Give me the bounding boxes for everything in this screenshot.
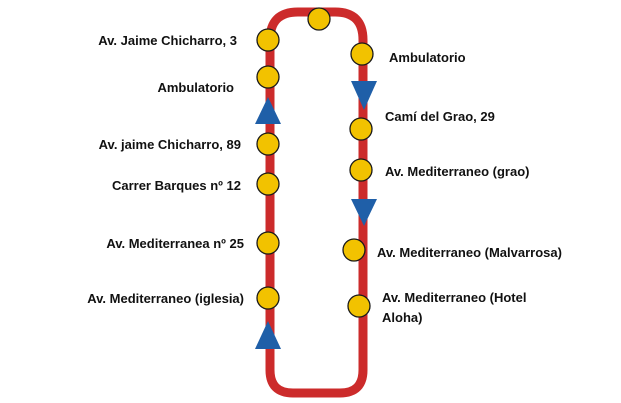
up-arrow-icon (255, 321, 281, 349)
stop-label: Av. jaime Chicharro, 89 (99, 137, 241, 152)
stop-label: Ambulatorio (389, 50, 466, 65)
stop-marker-left (256, 28, 280, 52)
stop-label: Av. Mediterraneo (Hotel (382, 290, 526, 305)
stop-label: Av. Jaime Chicharro, 3 (98, 33, 237, 48)
stop-label: Camí del Grao, 29 (385, 109, 495, 124)
stop-marker-right (342, 238, 366, 262)
up-arrow-icon (255, 97, 281, 124)
stop-label: Av. Mediterraneo (iglesia) (87, 291, 244, 306)
stop-label: Aloha) (382, 310, 422, 325)
down-arrow-icon (351, 199, 377, 226)
stop-marker-left (256, 231, 280, 255)
stop-marker-right (349, 117, 373, 141)
stop-marker-left (256, 286, 280, 310)
stop-label: Av. Mediterraneo (grao) (385, 164, 529, 179)
stop-marker-left (256, 65, 280, 89)
stop-marker-right (350, 42, 374, 66)
stop-label: Carrer Barques nº 12 (112, 178, 241, 193)
stop-label: Ambulatorio (157, 80, 234, 95)
stop-marker-top (307, 7, 331, 31)
stop-marker-left (256, 132, 280, 156)
stop-label: Av. Mediterraneo (Malvarrosa) (377, 245, 562, 260)
stop-marker-right (347, 294, 371, 318)
down-arrow-icon (351, 81, 377, 110)
route-loop (265, 7, 368, 398)
stop-label: Av. Mediterranea nº 25 (106, 236, 244, 251)
stop-marker-left (256, 172, 280, 196)
stop-marker-right (349, 158, 373, 182)
